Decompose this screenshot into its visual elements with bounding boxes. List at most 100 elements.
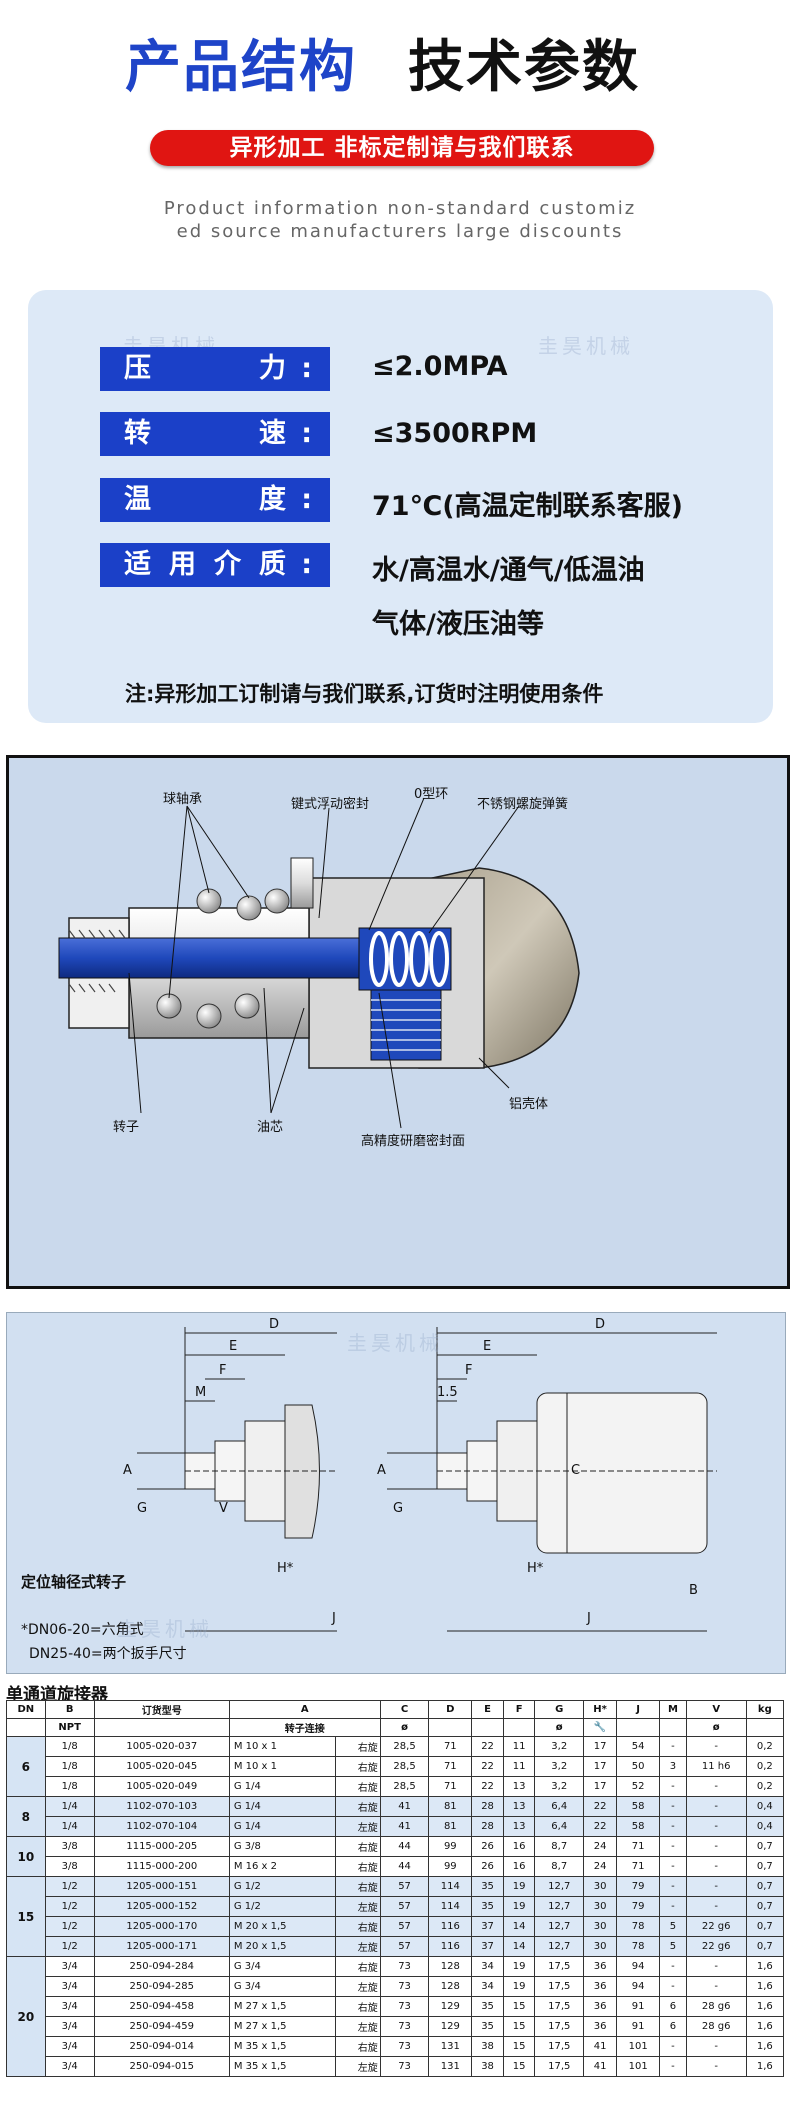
table-cell: 1/4 [44,1816,95,1837]
watermark: 圭昊机械 [117,1617,213,1641]
table-cell: 58 [616,1796,661,1817]
table-cell: 71 [428,1736,473,1757]
table-cell: - [685,1796,747,1817]
table-cell: 1,6 [745,2016,785,2037]
label-rotor: 转子 [113,1120,140,1135]
table-cell: 79 [616,1896,661,1917]
table-cell: 6,4 [534,1816,585,1837]
table-cell: 右旋 [335,1856,381,1877]
table-cell: 1,6 [745,2056,785,2077]
table-cell: 114 [428,1896,473,1917]
table-cell: 3/4 [44,2036,95,2057]
table-cell: M 10 x 1 [228,1756,337,1777]
table-cell: 22 [471,1776,504,1797]
table-cell: 0,2 [745,1756,785,1777]
table-cell: 71 [616,1856,661,1877]
table-cell: 19 [502,1956,536,1977]
table-cell: M 27 x 1,5 [228,1996,337,2017]
dim-E-left: E [229,1339,238,1354]
title-product-structure: 产品结构 [125,35,357,100]
table-cell: 30 [583,1876,618,1897]
table-cell: 1115-000-205 [93,1836,230,1857]
table-cell: 114 [428,1876,473,1897]
dimension-lines [137,1327,717,1632]
table-cell: G 1/4 [228,1796,337,1817]
table-cell: - [685,1976,747,1997]
table-cell: 1102-070-104 [93,1816,230,1837]
table-cell: 36 [583,1996,618,2017]
table-cell: 15 [502,2036,536,2057]
table-cell: - [685,1896,747,1917]
table-cell: M 35 x 1,5 [228,2036,337,2057]
table-cell: 28,5 [379,1776,430,1797]
table-cell: 3,2 [534,1736,585,1757]
table-cell: - [659,1816,687,1837]
spec-value-speed: ≤3500RPM [372,418,538,449]
table-cell: 右旋 [335,1776,381,1797]
table-cell: 0,2 [745,1776,785,1797]
table-cell: 37 [471,1936,504,1957]
table-cell: - [685,1816,747,1837]
table-cell: 41 [379,1816,430,1837]
table-cell: 3,2 [534,1776,585,1797]
dn-cell: 6 [6,1736,46,1797]
table-cell: 36 [583,2016,618,2037]
table-cell: - [659,1796,687,1817]
table-cell: 5 [659,1936,687,1957]
table-cell: 44 [379,1836,430,1857]
table-cell: 131 [428,2056,473,2077]
table-cell: 0,2 [745,1736,785,1757]
table-cell: 1005-020-037 [93,1736,230,1757]
col-header: M [659,1700,687,1719]
english-subtitle-line2: ed source manufacturers large discounts [176,221,624,242]
spec-label-temperature: 温 度: [100,478,330,522]
spec-value-media: 水/高温水/通气/低温油 [372,555,645,586]
table-cell: 101 [616,2056,661,2077]
table-cell: 81 [428,1816,473,1837]
table-cell: 3/4 [44,2016,95,2037]
table-cell: 3/4 [44,2056,95,2077]
table-cell: - [659,1956,687,1977]
table-cell: 38 [471,2056,504,2077]
table-cell: 73 [379,2036,430,2057]
table-cell: - [659,1896,687,1917]
table-cell: 右旋 [335,1796,381,1817]
table-cell: 73 [379,1956,430,1977]
table-cell: - [659,1976,687,1997]
col-subheader: 转子连接 [228,1718,381,1737]
table-cell: 36 [583,1956,618,1977]
table-cell: 101 [616,2036,661,2057]
table-cell: 12,7 [534,1896,585,1917]
spec-label-media: 适用介质: [100,543,330,587]
table-cell: 17,5 [534,2036,585,2057]
dim-1-5-right: 1.5 [437,1385,458,1400]
table-cell: 1205-000-151 [93,1876,230,1897]
table-cell: - [685,1956,747,1977]
table-cell: 左旋 [335,1936,381,1957]
table-cell: 26 [471,1856,504,1877]
table-cell: 30 [583,1936,618,1957]
table-cell: 35 [471,1896,504,1917]
table-cell: 5 [659,1916,687,1937]
table-cell: 1005-020-049 [93,1776,230,1797]
table-cell: - [685,2036,747,2057]
table-cell: 左旋 [335,1816,381,1837]
table-cell: 79 [616,1876,661,1897]
table-cell: G 1/2 [228,1876,337,1897]
table-cell: G 1/4 [228,1816,337,1837]
dim-F-left: F [219,1363,227,1378]
table-cell: 16 [502,1836,536,1857]
label-precision-seal: 高精度研磨密封面 [361,1134,466,1149]
table-cell: 129 [428,2016,473,2037]
dn-cell: 20 [6,1956,46,2077]
table-cell: M 10 x 1 [228,1736,337,1757]
table-cell: 34 [471,1976,504,1997]
table-cell: 91 [616,1996,661,2017]
